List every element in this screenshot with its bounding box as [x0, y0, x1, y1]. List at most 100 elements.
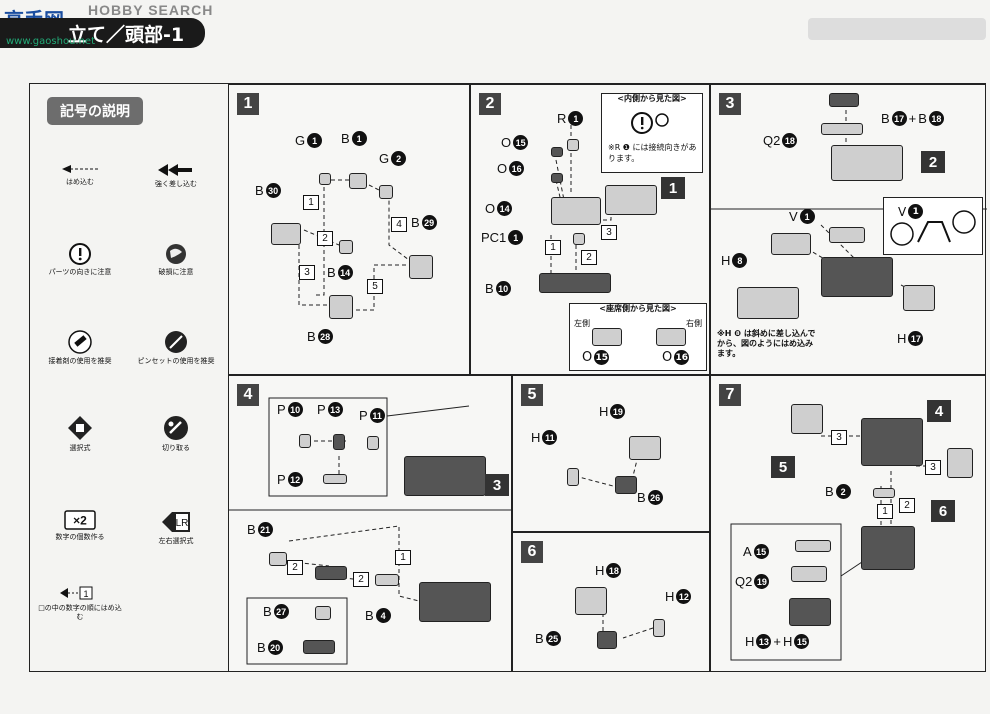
part-o15: [551, 147, 563, 157]
legend-panel: 記号の説明 はめ込む 強く差し込む パーツの向きに注意 破損に注意 接着剤の使用…: [31, 85, 227, 670]
globe-icon: [166, 244, 186, 264]
order-box: 1: [395, 550, 411, 565]
page-header: 高手网 HOBBY SEARCH 立て／頭部-1 www.gaoshou.net: [0, 0, 990, 52]
part-b17: [829, 93, 859, 107]
part-q2-18: [821, 123, 863, 135]
step-number: 5: [521, 384, 543, 406]
glue-icon: [68, 330, 92, 354]
page-title: 立て／頭部-1: [64, 20, 189, 47]
order-box: 1: [877, 504, 893, 519]
part-b2: [873, 488, 895, 498]
part-p13: [333, 434, 345, 450]
legend-title: 記号の説明: [47, 97, 143, 125]
part-right-arm: [947, 448, 973, 478]
order-box: 3: [601, 225, 617, 240]
exclamation-icon: [631, 112, 669, 134]
part-h18: [575, 587, 607, 615]
assembly-ref: 2: [921, 151, 945, 173]
legend-item: パーツの向きに注意: [35, 243, 125, 277]
assembly-ref: 4: [927, 400, 951, 422]
exclamation-icon: [69, 243, 91, 265]
order-box: 5: [367, 279, 383, 294]
legend-item: 接着剤の使用を推奨: [35, 330, 125, 366]
part-assembly-2: [831, 145, 903, 181]
svg-text:LR: LR: [176, 518, 189, 529]
svg-text:×2: ×2: [73, 514, 87, 528]
assembly-ref: 5: [771, 456, 795, 478]
part-p10: [299, 434, 311, 448]
seat-right: [656, 328, 686, 346]
part-h17: [903, 285, 935, 311]
seat-left: [592, 328, 622, 346]
select-icon: [68, 416, 92, 440]
part-b20: [303, 640, 335, 654]
part-a15: [795, 540, 831, 552]
part-hull: [419, 582, 491, 622]
order-box: 2: [317, 231, 333, 246]
step-number: 7: [719, 384, 741, 406]
part-left-arm: [791, 404, 823, 434]
order-box: 3: [925, 460, 941, 475]
watermark-text: HOBBY SEARCH: [88, 2, 214, 18]
legend-item: 破損に注意: [131, 243, 221, 277]
order-box: 1: [545, 240, 561, 255]
order-box: 2: [353, 572, 369, 587]
numbered-arrow-icon: 1: [60, 586, 93, 600]
part-g1: [319, 173, 331, 185]
cut-icon: [164, 416, 188, 440]
part-b29: [409, 255, 433, 279]
part-h11: [567, 468, 579, 486]
part-b10: [539, 273, 611, 293]
part-h8: [771, 233, 811, 255]
part-turret: [404, 456, 486, 496]
step-number: 2: [479, 93, 501, 115]
part-pc1: [573, 233, 585, 245]
tweezers-icon: [165, 331, 187, 353]
legend-item: 1 □の中の数字の順にはめ込む: [35, 585, 125, 622]
part-o16: [551, 173, 563, 183]
legend-item: はめ込む: [35, 163, 125, 187]
part-assembly-1: [605, 185, 657, 215]
part-g2: [379, 185, 393, 199]
double-arrow-icon: [158, 164, 192, 176]
part-b21: [269, 552, 287, 566]
v1-detail-drawing: [890, 210, 976, 246]
site-url: www.gaoshou.net: [6, 36, 95, 47]
order-box: 2: [581, 250, 597, 265]
part-b30: [271, 223, 301, 245]
part-b25: [597, 631, 617, 649]
part-b4: [375, 574, 399, 586]
svg-text:1: 1: [83, 589, 88, 599]
step-number: 3: [719, 93, 741, 115]
